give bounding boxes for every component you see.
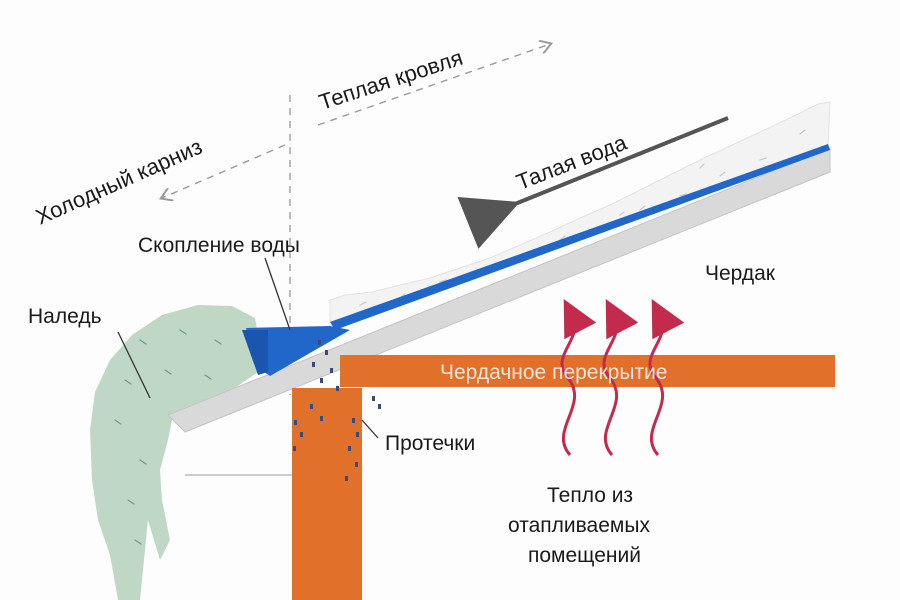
- leaks-leader: [361, 419, 379, 439]
- leak-droplets: [293, 340, 381, 481]
- attic-floor-label: Чердачное перекрытие: [440, 361, 667, 384]
- heat-label-line3: помещений: [528, 544, 641, 567]
- heat-label-line1: Тепло из: [547, 484, 633, 507]
- ice-dam-leader: [117, 331, 151, 399]
- water-pool: [246, 326, 350, 376]
- ice-dam: [90, 305, 260, 600]
- warm-roof-arrow: [317, 44, 550, 126]
- water-accumulation-label: Скопление воды: [138, 234, 300, 257]
- snow-layer: [329, 101, 831, 323]
- melt-water-label: Талая вода: [513, 129, 631, 194]
- heat-arrow-2: [602, 299, 639, 456]
- water-accumulation-leader: [264, 257, 291, 331]
- wall-top: [292, 388, 340, 398]
- cold-eave-label: Холодный карниз: [32, 134, 206, 230]
- heat-arrow-1: [560, 299, 597, 456]
- roof-membrane: [330, 144, 830, 330]
- leaks-label: Протечки: [385, 432, 475, 455]
- exterior-wall: [292, 388, 362, 600]
- ice-speckles: [114, 329, 222, 545]
- roof-deck: [167, 147, 831, 433]
- ice-dam-label: Наледь: [28, 305, 102, 328]
- attic-floor-beam: [340, 355, 835, 387]
- melt-water-arrow: [457, 116, 729, 249]
- water-pool-front: [242, 330, 268, 375]
- heat-arrows: [560, 299, 685, 456]
- attic-label: Чердак: [705, 262, 776, 285]
- heat-arrow-3: [648, 299, 685, 456]
- heat-label-line2: отапливаемых: [508, 514, 650, 537]
- cold-eave-arrow: [162, 144, 286, 198]
- warm-roof-label: Теплая кровля: [316, 45, 466, 115]
